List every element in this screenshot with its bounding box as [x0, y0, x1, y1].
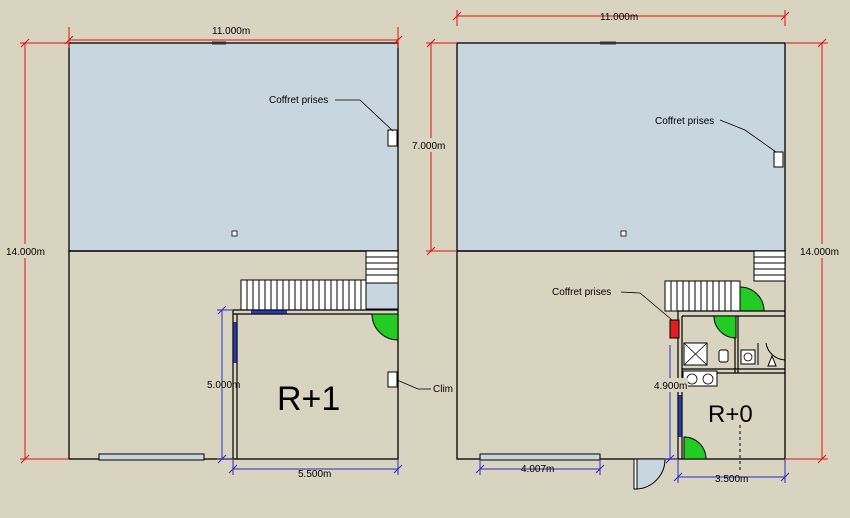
- plan-left: Coffret prises Clim R+1 11.000m 14.000m: [4, 26, 453, 480]
- dim-height-right-label: 14.000m: [800, 247, 839, 258]
- shower-cross-b: [683, 342, 708, 366]
- center-marker: [231, 230, 238, 237]
- bottom-window: [98, 453, 205, 461]
- dim-room-height-right: [664, 345, 678, 464]
- stair-door-swing: [739, 286, 765, 312]
- wc-door-swing: [713, 315, 737, 339]
- dim-room-width-right-label: 3.500m: [715, 474, 748, 485]
- outlet-box-upper-label: Coffret prises: [655, 116, 714, 127]
- bath-door-swing: [765, 342, 786, 361]
- outlet-box-upper: [773, 151, 784, 168]
- ac-leader: [396, 379, 419, 390]
- dim-upper-height-label-bg: [410, 138, 452, 152]
- dim-opening-width: [475, 460, 605, 475]
- lower-floor-right: [456, 250, 786, 460]
- ac-unit-label: Clim: [433, 384, 453, 395]
- outlet-leader: [335, 99, 394, 132]
- dim-height-label: 14.000m: [6, 247, 45, 258]
- outer-door-swing: [636, 458, 666, 490]
- dim-width: [64, 27, 403, 48]
- dim-room-height-right-label: 4.900m: [654, 381, 687, 392]
- room-r1-walls: [232, 309, 398, 459]
- dim-room-width: [228, 459, 403, 475]
- dim-height-right-label-bg: [798, 244, 844, 258]
- door-swing: [371, 313, 399, 341]
- dim-width-label: 11.000m: [212, 26, 250, 37]
- upper-slab: [68, 42, 399, 252]
- toilet: [740, 349, 756, 365]
- dim-room-height: [217, 305, 233, 464]
- bottom-window-right: [479, 453, 601, 461]
- stair-run-right: [664, 280, 741, 312]
- plan-right: Coffret prises Coffret prises R+0 11.000…: [410, 10, 844, 490]
- dim-width-right: [452, 10, 790, 26]
- level-label-right: R+0: [708, 401, 753, 428]
- appliance-row: [682, 370, 718, 387]
- dim-room-height-label: 5.000m: [207, 380, 240, 391]
- electric-panel: [669, 319, 680, 339]
- stair-upper: [365, 250, 399, 284]
- outlet-box-lower-label: Coffret prises: [552, 287, 611, 298]
- entrance-door-swing: [683, 436, 707, 460]
- ac-unit-box: [387, 371, 398, 388]
- dim-room-width-label: 5.500m: [298, 469, 331, 480]
- dim-opening-width-label: 4.007m: [521, 464, 554, 475]
- outlet-box: [387, 129, 398, 147]
- level-label: R+1: [277, 380, 340, 418]
- dim-upper-height-label: 7.000m: [412, 141, 445, 152]
- outlet-box-label: Coffret prises: [269, 95, 328, 106]
- center-marker-right: [620, 230, 627, 237]
- toilet-small: [767, 354, 777, 367]
- burner-2: [702, 373, 714, 385]
- toilet-bowl: [743, 352, 753, 362]
- dim-height-label-bg: [4, 244, 48, 258]
- stair-upper-right: [753, 250, 786, 282]
- sink: [718, 349, 729, 363]
- outlet-upper-leader: [719, 119, 777, 153]
- outlet-lower-leader: [620, 291, 673, 321]
- stair-landing: [365, 282, 399, 310]
- upper-slab-right: [456, 42, 786, 252]
- dim-width-right-label: 11.000m: [600, 12, 638, 23]
- dim-room-height-right-label-bg: [652, 378, 688, 392]
- stair-run: [240, 279, 367, 311]
- dim-room-width-right: [673, 460, 790, 483]
